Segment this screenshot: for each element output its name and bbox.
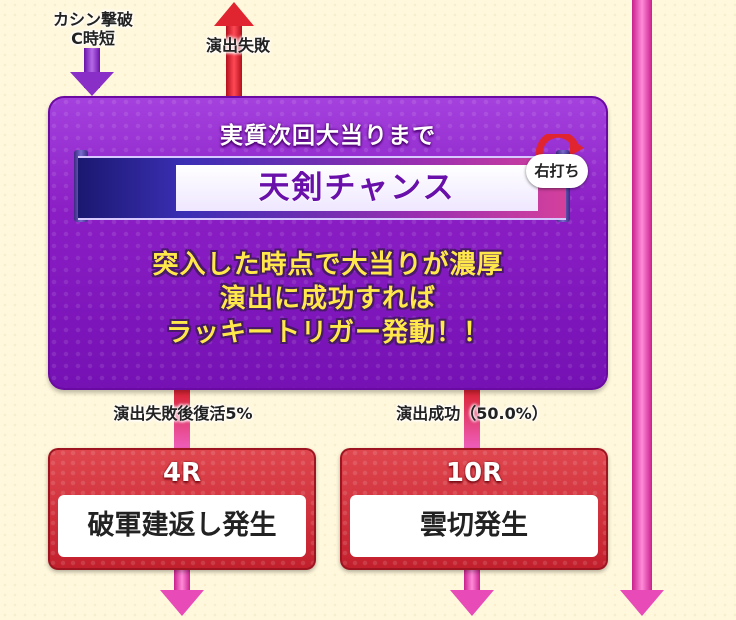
kashin-label-line2: C時短	[71, 29, 115, 48]
4r-exit-arrow-head	[160, 590, 204, 616]
right-hit-badge-text: 右打ち	[534, 162, 580, 180]
fail-label: 演出失敗	[205, 36, 270, 55]
result-panel-10r: 雲切発生	[350, 495, 598, 557]
banner-title: 天剣チャンス	[258, 170, 456, 206]
description-line-1: 突入した時点で大当りが濃厚	[152, 250, 504, 280]
result-box-4r: 4R 破軍建返し発生	[48, 448, 316, 570]
banner: 天剣チャンス	[78, 156, 566, 220]
kashin-label: カシン撃破 C時短	[30, 10, 156, 48]
description-line-2: 演出に成功すれば	[219, 284, 436, 314]
main-title: 実質次回大当りまで	[220, 123, 436, 149]
right-pink-arrow-shaft	[632, 0, 652, 592]
result-box-10r: 10R 雲切発生	[340, 448, 608, 570]
10r-exit-arrow-head	[450, 590, 494, 616]
result-round-4r: 4R	[162, 458, 202, 488]
result-round-10r: 10R	[445, 458, 503, 488]
banner-inner	[176, 165, 538, 211]
revival-label: 演出失敗後復活5%	[113, 404, 253, 423]
main-box: 実質次回大当りまで 天剣チャンス 右打ち 突入した時点で大当りが濃厚 演出に成功…	[48, 96, 608, 390]
rotate-arrow-icon	[535, 134, 584, 159]
success-arrow-shaft	[464, 388, 480, 450]
fail-arrow-head	[214, 2, 254, 26]
success-label: 演出成功（50.0%）	[396, 404, 548, 423]
result-event-10r: 雲切発生	[420, 510, 528, 541]
right-pink-arrow-head	[620, 590, 664, 616]
result-panel-4r: 破軍建返し発生	[58, 495, 306, 557]
description-lines: 突入した時点で大当りが濃厚 演出に成功すれば ラッキートリガー発動！！	[48, 248, 608, 350]
kashin-label-line1: カシン撃破	[52, 10, 133, 29]
fail-arrow-shaft	[226, 20, 242, 100]
result-event-4r: 破軍建返し発生	[87, 510, 277, 541]
10r-exit-arrow-shaft	[464, 568, 480, 592]
revival-arrow-shaft	[174, 388, 190, 450]
description-line-3: ラッキートリガー発動！！	[165, 318, 490, 348]
right-hit-badge: 右打ち	[526, 154, 588, 188]
4r-exit-arrow-shaft	[174, 568, 190, 592]
kashin-arrow-head	[70, 72, 114, 96]
